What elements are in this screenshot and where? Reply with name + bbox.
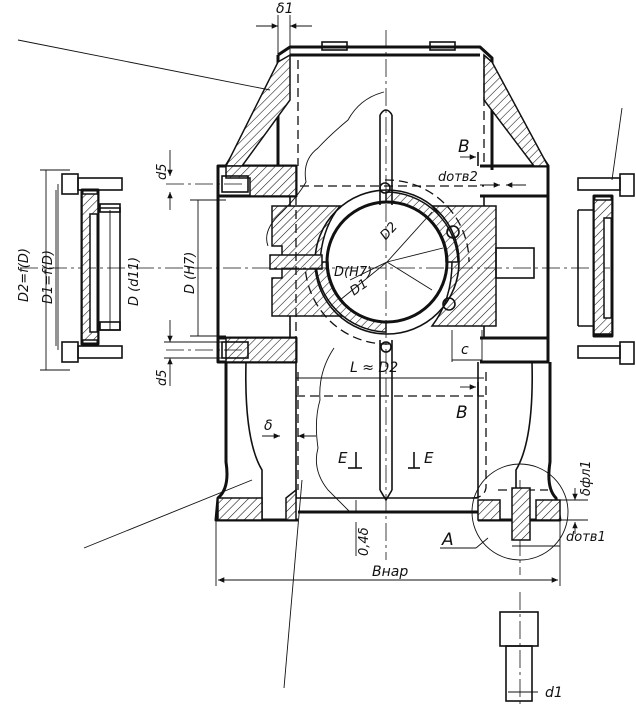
label-D2-circle: D2 — [377, 220, 400, 244]
label-d5-lower: d5 — [155, 369, 170, 386]
label-D-d11: D (d11) — [127, 257, 142, 306]
label-d1: d1 — [545, 685, 563, 701]
flange-bolts — [166, 175, 249, 359]
label-E-left: E — [338, 449, 348, 467]
right-bearing-cover — [577, 173, 635, 365]
left-bearing-cover — [55, 173, 123, 363]
label-B-nar: Bнар — [372, 564, 408, 580]
label-B-upper: B — [458, 137, 470, 157]
label-delta-wall: δ — [264, 418, 273, 434]
label-d-otv1: dотв1 — [566, 530, 606, 545]
foot-bolt-detail — [471, 463, 569, 705]
label-A: A — [441, 530, 454, 550]
section-hatching — [217, 53, 561, 521]
dimension-lines — [17, 15, 623, 693]
label-D2-eq: D2=f(D) — [17, 248, 32, 302]
label-delta-fl1: δфл1 — [579, 460, 594, 496]
label-delta1: δ1 — [276, 1, 293, 17]
tie-rod — [379, 109, 393, 502]
label-E-right: E — [424, 449, 434, 467]
break-line — [266, 91, 385, 513]
labels: δ1 d5 d5 D2=f(D) D1=f(D) D (d11) D (H7) … — [17, 1, 606, 701]
label-04delta: 0,4δ — [357, 527, 372, 556]
label-D1-eq: D1=f(D) — [41, 250, 56, 304]
label-B-lower: B — [456, 403, 468, 423]
shaft — [269, 247, 535, 279]
label-D-H7: D (H7) — [183, 252, 198, 294]
label-d5-upper: d5 — [155, 163, 170, 180]
label-DH7-bore: D(H7) — [334, 265, 372, 280]
label-c: c — [461, 342, 469, 358]
label-L: L ≈ D2 — [350, 360, 398, 376]
label-d-otv2: dотв2 — [438, 170, 478, 185]
